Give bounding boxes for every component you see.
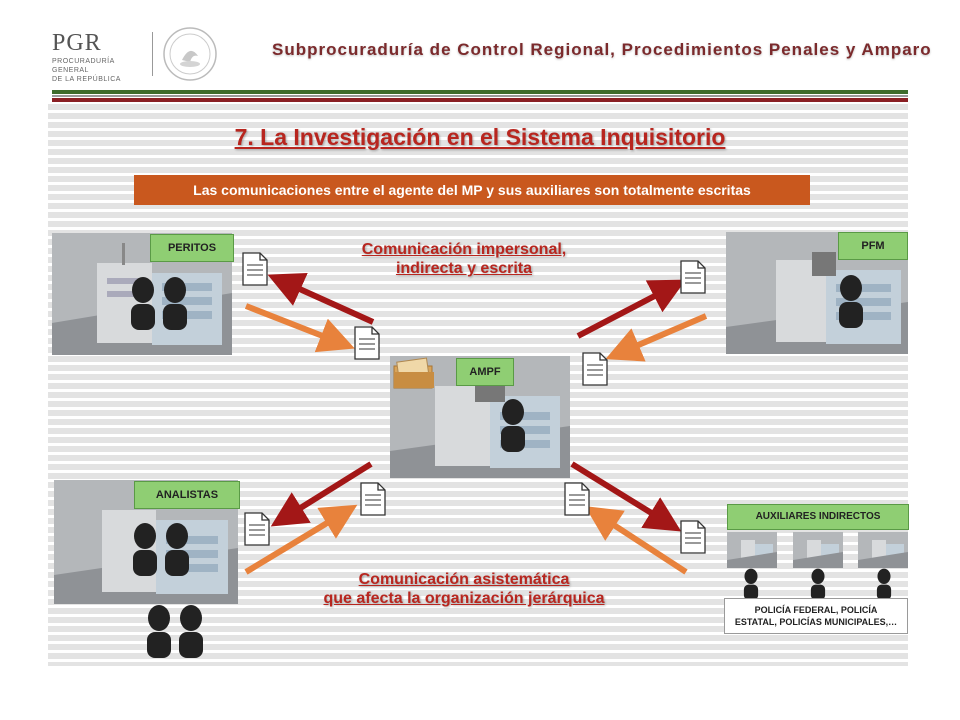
building-aux-1	[727, 532, 777, 568]
person-icon	[743, 568, 759, 600]
arrow-ampf-to-peritos	[267, 272, 375, 325]
ampf-person	[498, 398, 528, 457]
caption-bottom-line2: que afecta la organización jerárquica	[323, 590, 605, 607]
person-icon	[179, 605, 203, 658]
arrow-ampf-to-aux	[570, 461, 682, 532]
caption-top: Comunicación impersonal, indirecta y esc…	[314, 240, 614, 278]
person-icon	[131, 277, 155, 330]
document-icon	[582, 352, 608, 391]
aux-person-3	[875, 568, 893, 605]
document-icon	[244, 512, 270, 551]
document-icon	[242, 252, 268, 291]
label-ampf: AMPF	[456, 358, 514, 386]
person-icon	[839, 275, 863, 328]
police-description: POLICÍA FEDERAL, POLICÍA ESTATAL, POLICÍ…	[724, 598, 908, 634]
arrow-analistas-to-ampf	[244, 504, 358, 575]
arrow-peritos-to-ampf	[244, 303, 355, 353]
label-auxiliares-indirectos: AUXILIARES INDIRECTOS	[727, 504, 909, 530]
person-icon	[147, 605, 171, 658]
aux-person-2	[809, 568, 827, 605]
arrow-aux-to-ampf	[584, 506, 688, 575]
pgr-logo-word: PGR	[52, 30, 102, 56]
arrow-ampf-to-analistas	[270, 461, 373, 527]
person-icon	[165, 523, 189, 576]
label-peritos: PERITOS	[150, 234, 234, 262]
document-icon	[360, 482, 386, 521]
analistas-people-extra	[144, 604, 206, 658]
slide-title: 7. La Investigación en el Sistema Inquis…	[234, 124, 726, 150]
header-title: Subprocuraduría de Control Regional, Pro…	[272, 40, 932, 59]
document-icon	[354, 326, 380, 365]
person-icon	[876, 568, 892, 600]
caption-top-line2: indirecta y escrita	[395, 260, 533, 277]
header-band-red	[52, 98, 908, 102]
subtitle-banner: Las comunicaciones entre el agente del M…	[134, 175, 810, 205]
pgr-logo: PGR PROCURADURÍA GENERAL DE LA REPÚBLICA	[52, 30, 152, 83]
person-icon	[163, 277, 187, 330]
person-icon	[501, 399, 525, 452]
building-icon	[858, 540, 908, 568]
seal-icon	[162, 26, 218, 82]
building-icon	[793, 540, 843, 568]
header-band-green	[52, 90, 908, 94]
label-pfm: PFM	[838, 232, 908, 260]
person-icon	[133, 523, 157, 576]
peritos-people	[128, 276, 190, 330]
pgr-logo-line1: PROCURADURÍA GENERAL	[52, 58, 115, 74]
caption-bottom-line1: Comunicación asistemática	[358, 571, 570, 588]
document-icon	[680, 260, 706, 299]
police-line1: POLICÍA FEDERAL, POLICÍA	[754, 605, 878, 615]
building-aux-3	[858, 532, 908, 568]
building-aux-2	[793, 532, 843, 568]
pfm-person	[836, 274, 866, 333]
document-icon	[564, 482, 590, 521]
arrow-ampf-to-pfm	[576, 279, 686, 339]
person-icon	[810, 568, 826, 600]
building-icon	[54, 510, 238, 604]
police-line2: ESTATAL, POLICÍAS MUNICIPALES,…	[734, 617, 898, 627]
logo-divider	[152, 32, 153, 76]
folder-icon	[392, 356, 436, 395]
analistas-people	[130, 522, 192, 576]
label-analistas: ANALISTAS	[134, 481, 240, 509]
document-icon	[680, 520, 706, 559]
building-icon	[727, 540, 777, 568]
arrow-pfm-to-ampf	[605, 313, 708, 362]
caption-top-line1: Comunicación impersonal,	[361, 241, 567, 258]
aux-person-1	[742, 568, 760, 605]
pgr-logo-line2: DE LA REPÚBLICA	[52, 76, 121, 83]
caption-bottom: Comunicación asistemática que afecta la …	[264, 570, 664, 608]
header-band-gray	[52, 95, 908, 97]
